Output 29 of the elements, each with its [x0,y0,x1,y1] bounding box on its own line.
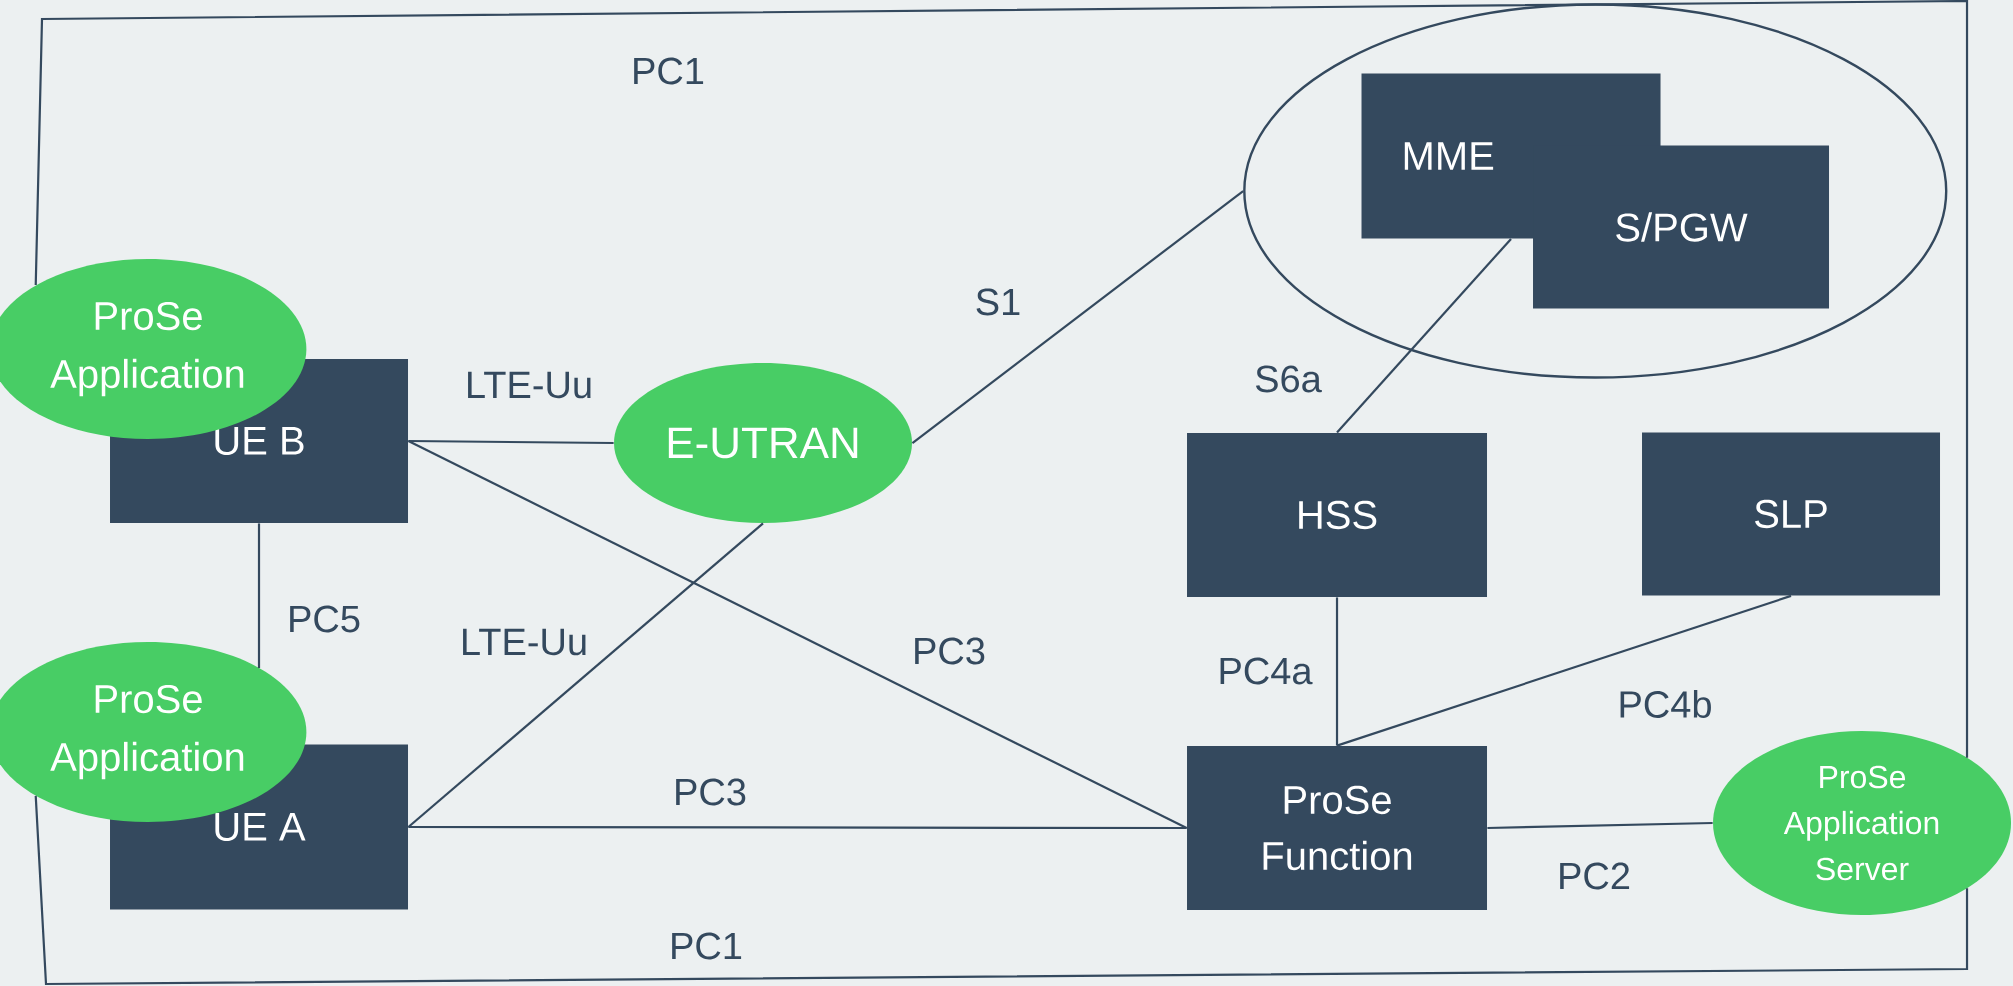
connector-line [408,439,614,445]
connector-line [407,522,764,828]
edge-label: S6a [1255,365,1322,393]
connector-line [34,0,1969,758]
edge-label: PC2 [1560,862,1630,890]
connector-line [407,440,1188,829]
connector-line [1336,594,1792,747]
edge-label: LTE-Uu [468,371,591,399]
edge-label: LTE-Uu [463,628,586,656]
edge-label: PC1 [634,57,704,85]
edge-label: S1 [976,288,1020,316]
connector-line [1335,597,1339,746]
connector-line [911,190,1244,444]
edge-label: PC4b [1620,690,1711,718]
edge-label: PC1 [672,932,742,960]
network-box: HSS [1187,433,1487,597]
node-label: MME [1404,142,1494,170]
connector-line [34,795,1969,986]
connector-line [1487,821,1713,830]
edge-label: PC3 [915,637,985,665]
edge-label: PC3 [676,778,746,806]
network-box: ProSe Function [1187,746,1487,910]
connector-line [1336,238,1512,434]
network-box: SLP [1642,432,1940,596]
connector-line [257,523,261,669]
connector-line [408,825,1187,830]
edge-label: PC5 [290,605,360,633]
network-box: S/PGW [1533,145,1829,309]
edge-label: PC4a [1220,657,1313,685]
